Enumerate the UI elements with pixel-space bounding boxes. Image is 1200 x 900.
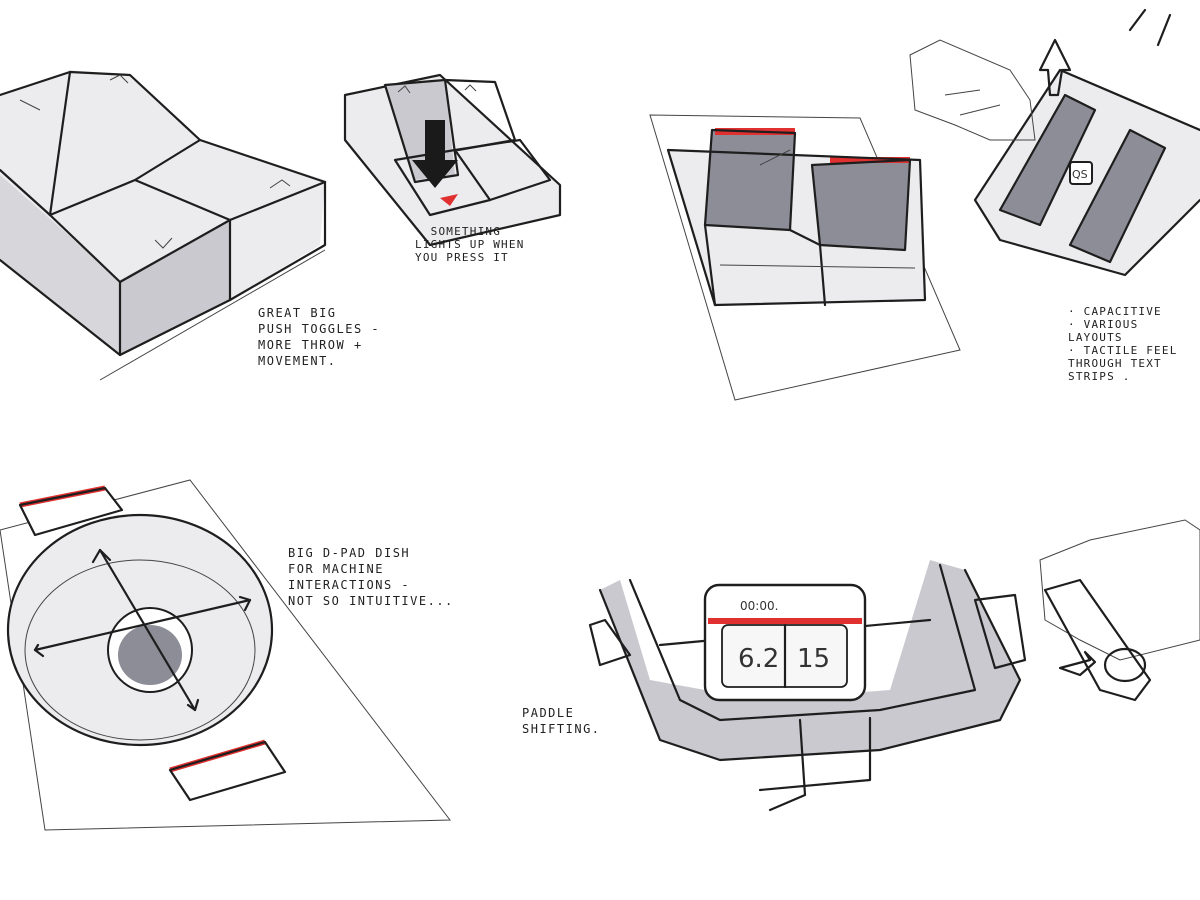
note-capacitive: · CAPACITIVE · VARIOUS LAYOUTS · TACTILE… <box>1068 305 1178 383</box>
note-dpad: BIG D-PAD DISH FOR MACHINE INTERACTIONS … <box>288 546 454 608</box>
steering-yoke-sketch: 00:00. 6.2 15 <box>588 560 1027 812</box>
display-top-readout: 00:00. <box>740 599 778 613</box>
lighted-toggle-sketch <box>343 73 562 247</box>
note-push-toggles: GREAT BIG PUSH TOGGLES - MORE THROW + MO… <box>258 306 381 368</box>
display-right-value: 15 <box>797 644 830 674</box>
capacitive-panel-sketch <box>909 8 1200 277</box>
paddle-toggles-sketch <box>649 114 961 401</box>
display-left-value: 6.2 <box>738 644 779 674</box>
push-toggles-sketch <box>0 70 327 381</box>
note-lights-up: · SOMETHING LIGHTS UP WHEN YOU PRESS IT <box>415 225 525 264</box>
capacitive-label: QS <box>1072 168 1088 181</box>
note-paddle: PADDLE SHIFTING. <box>522 706 601 736</box>
paddle-hand-sketch <box>1039 519 1200 702</box>
dpad-dish-sketch <box>0 479 451 831</box>
